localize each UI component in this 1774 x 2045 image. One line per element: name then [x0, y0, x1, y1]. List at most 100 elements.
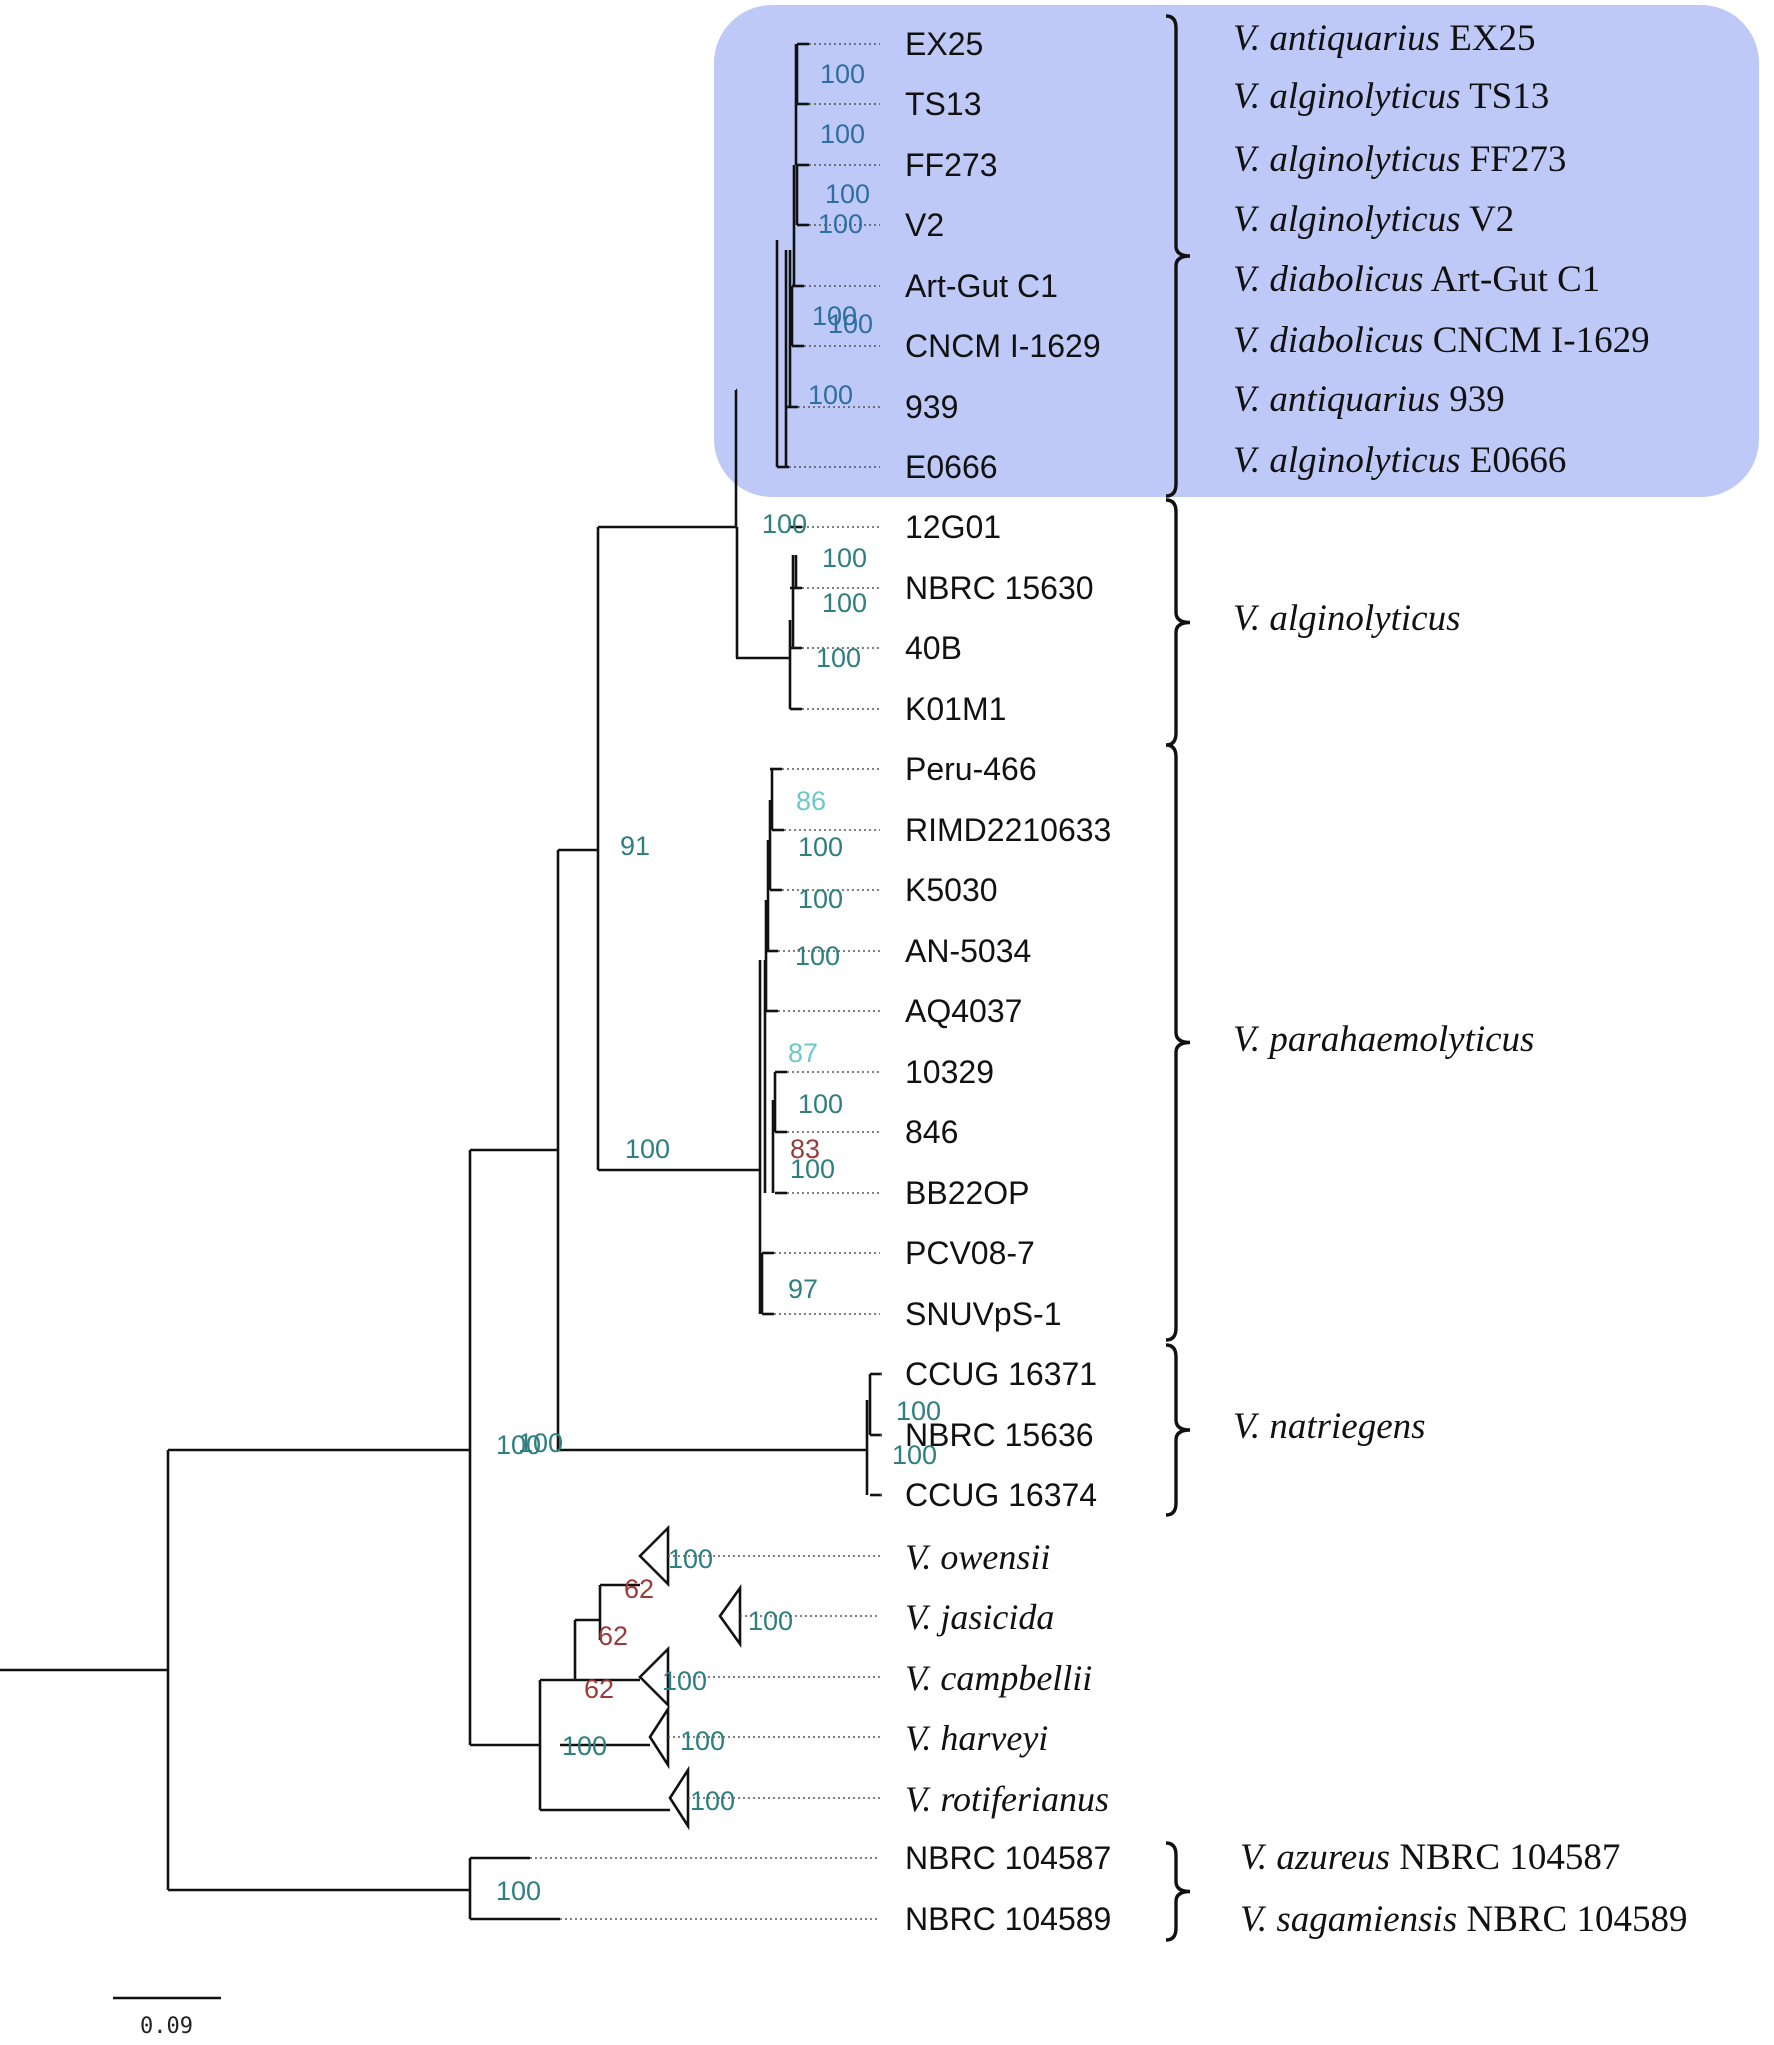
support-value: 100 [625, 1134, 670, 1164]
group-label: V. parahaemolyticus [1233, 1019, 1534, 1060]
support-value: 100 [820, 59, 865, 89]
scale-bar-label: 0.09 [140, 2014, 193, 2039]
species-label: V. alginolyticus FF273 [1233, 139, 1566, 180]
collapsed-clade-label: V. rotiferianus [905, 1779, 1109, 1819]
brace-alginolyticus [1165, 498, 1191, 747]
tip-label: TS13 [905, 86, 981, 122]
species-strain: CNCM I-1629 [1424, 320, 1650, 361]
brace-parahaemolyticus [1165, 743, 1191, 1342]
support-value: 100 [828, 309, 873, 339]
tip-label: PCV08-7 [905, 1235, 1035, 1271]
collapsed-clade-label: V. jasicida [905, 1597, 1054, 1637]
species-label: V. alginolyticus V2 [1233, 199, 1514, 240]
tip-label: K01M1 [905, 691, 1006, 727]
support-value: 100 [795, 941, 840, 971]
collapsed-clade-label: V. owensii [905, 1537, 1050, 1577]
support-value: 100 [798, 1089, 843, 1119]
tip-label: 846 [905, 1114, 958, 1150]
support-value: 100 [818, 209, 863, 239]
tip-label: 40B [905, 630, 962, 666]
collapsed-clade-label: V. harveyi [905, 1718, 1048, 1758]
tip-label: Art-Gut C1 [905, 268, 1058, 304]
support-value: 97 [788, 1274, 818, 1304]
tip-label: E0666 [905, 449, 998, 485]
species-genus: V. diabolicus [1233, 259, 1424, 300]
support-value: 100 [496, 1430, 541, 1460]
species-label: V. antiquarius 939 [1233, 379, 1505, 420]
tip-label: CCUG 16374 [905, 1477, 1097, 1513]
species-strain: 939 [1440, 379, 1505, 420]
tip-label: FF273 [905, 147, 997, 183]
support-value: 100 [668, 1544, 713, 1574]
species-genus: V. sagamiensis [1240, 1899, 1457, 1940]
collapsed-clade-triangle [648, 1704, 670, 1770]
species-strain: FF273 [1460, 139, 1566, 180]
species-genus: V. alginolyticus [1233, 76, 1460, 117]
tip-label: NBRC 15630 [905, 570, 1094, 606]
support-value: 62 [624, 1574, 654, 1604]
brace-natriegens [1165, 1343, 1191, 1517]
species-genus: V. alginolyticus [1233, 199, 1460, 240]
tip-label: BB22OP [905, 1175, 1030, 1211]
species-genus: V. alginolyticus [1233, 440, 1460, 481]
support-value: 100 [762, 509, 807, 539]
tip-label: SNUVpS-1 [905, 1296, 1062, 1332]
tip-label: NBRC 104587 [905, 1840, 1111, 1876]
group-label: V. natriegens [1233, 1406, 1426, 1447]
tip-label: AQ4037 [905, 993, 1022, 1029]
species-label: V. diabolicus Art-Gut C1 [1233, 259, 1600, 300]
species-strain: TS13 [1460, 76, 1549, 117]
species-strain: NBRC 104587 [1390, 1837, 1620, 1878]
support-value: 100 [808, 380, 853, 410]
tip-label: 939 [905, 389, 958, 425]
tip-label: 12G01 [905, 509, 1001, 545]
support-value: 100 [896, 1396, 941, 1426]
tip-label: NBRC 104589 [905, 1901, 1111, 1937]
support-value: 100 [892, 1440, 937, 1470]
brace-outgroup [1165, 1841, 1191, 1942]
support-value: 100 [496, 1876, 541, 1906]
tip-label: K5030 [905, 872, 998, 908]
species-label: V. azureus NBRC 104587 [1240, 1837, 1620, 1878]
tip-label: V2 [905, 207, 944, 243]
species-label: V. alginolyticus E0666 [1233, 440, 1566, 481]
tip-label: CCUG 16371 [905, 1356, 1097, 1392]
support-value: 62 [584, 1674, 614, 1704]
brace-highlight [1165, 14, 1191, 498]
species-label: V. alginolyticus TS13 [1233, 76, 1549, 117]
collapsed-clade-triangle [718, 1583, 742, 1649]
support-value: 100 [820, 119, 865, 149]
tip-label: Peru-466 [905, 751, 1037, 787]
support-value: 100 [798, 832, 843, 862]
support-value: 100 [816, 643, 861, 673]
tip-label: 10329 [905, 1054, 994, 1090]
species-label: V. antiquarius EX25 [1233, 18, 1536, 59]
support-value: 100 [518, 1428, 563, 1458]
species-strain: EX25 [1440, 18, 1536, 59]
collapsed-clade-triangle [668, 1765, 690, 1831]
species-genus: V. antiquarius [1233, 379, 1440, 420]
species-label: V. sagamiensis NBRC 104589 [1240, 1899, 1688, 1940]
support-value: 100 [690, 1786, 735, 1816]
species-genus: V. alginolyticus [1233, 139, 1460, 180]
highlight-box [714, 5, 1759, 497]
species-genus: V. diabolicus [1233, 320, 1424, 361]
collapsed-clade-label: V. campbellii [905, 1658, 1092, 1698]
support-value: 62 [598, 1621, 628, 1651]
species-strain: V2 [1460, 199, 1514, 240]
support-value: 87 [788, 1038, 818, 1068]
support-value: 100 [662, 1666, 707, 1696]
support-value: 100 [562, 1731, 607, 1761]
support-value: 100 [748, 1606, 793, 1636]
support-value: 83 [790, 1134, 820, 1164]
tip-label: CNCM I-1629 [905, 328, 1101, 364]
support-value: 100 [822, 543, 867, 573]
support-value: 100 [812, 301, 857, 331]
support-value: 86 [796, 786, 826, 816]
tip-label: RIMD2210633 [905, 812, 1111, 848]
species-label: V. diabolicus CNCM I-1629 [1233, 320, 1650, 361]
species-genus: V. antiquarius [1233, 18, 1440, 59]
support-value: 100 [822, 588, 867, 618]
support-value: 100 [825, 179, 870, 209]
